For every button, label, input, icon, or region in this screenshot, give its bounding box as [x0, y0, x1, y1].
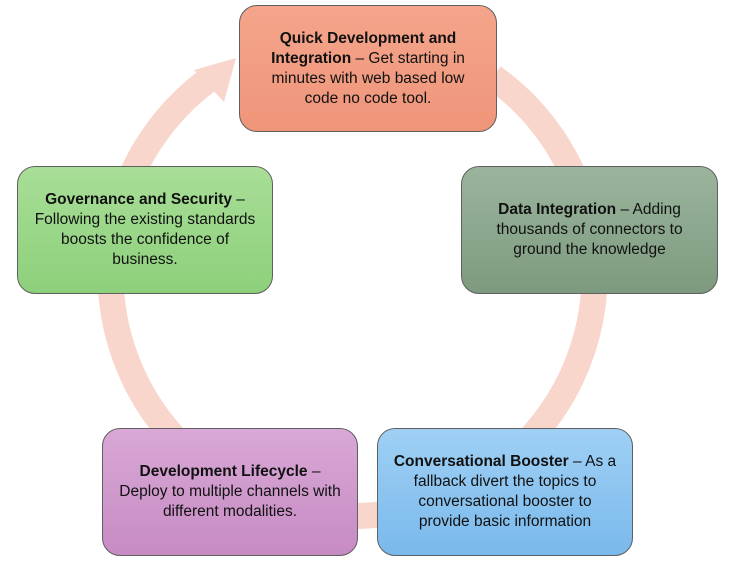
node-data-integration: Data Integration – Adding thousands of c…: [461, 166, 718, 294]
node-separator: –: [568, 453, 586, 470]
node-title: Quick Development and Integration: [271, 29, 457, 67]
node-title: Governance and Security: [45, 191, 232, 208]
node-title: Data Integration: [498, 201, 617, 218]
node-governance-security: Governance and Security – Following the …: [17, 166, 273, 294]
node-conversational-booster: Conversational Booster – As a fallback d…: [377, 428, 633, 556]
node-description: As a fallback divert the topics to conve…: [413, 453, 617, 530]
node-quick-development-text: Quick Development and Integration – Get …: [254, 29, 482, 109]
node-separator: –: [616, 201, 633, 218]
node-separator: –: [351, 49, 369, 67]
node-development-lifecycle: Development Lifecycle – Deploy to multip…: [102, 428, 358, 556]
node-description: Deploy to multiple channels with differe…: [119, 483, 341, 520]
node-data-integration-text: Data Integration – Adding thousands of c…: [476, 200, 703, 260]
node-description: Following the existing standards boosts …: [34, 211, 256, 268]
node-quick-development: Quick Development and Integration – Get …: [239, 5, 497, 132]
node-governance-security-text: Governance and Security – Following the …: [32, 190, 258, 270]
node-description: Get starting in minutes with web based l…: [271, 49, 465, 107]
node-separator: –: [232, 191, 245, 208]
node-conversational-booster-text: Conversational Booster – As a fallback d…: [392, 452, 618, 532]
node-separator: –: [307, 463, 321, 480]
node-development-lifecycle-text: Development Lifecycle – Deploy to multip…: [117, 462, 343, 522]
cycle-arrowhead: [194, 58, 236, 102]
node-description: Adding thousands of connectors to ground…: [496, 201, 683, 258]
node-title: Development Lifecycle: [139, 463, 308, 480]
node-title: Conversational Booster: [393, 453, 569, 470]
